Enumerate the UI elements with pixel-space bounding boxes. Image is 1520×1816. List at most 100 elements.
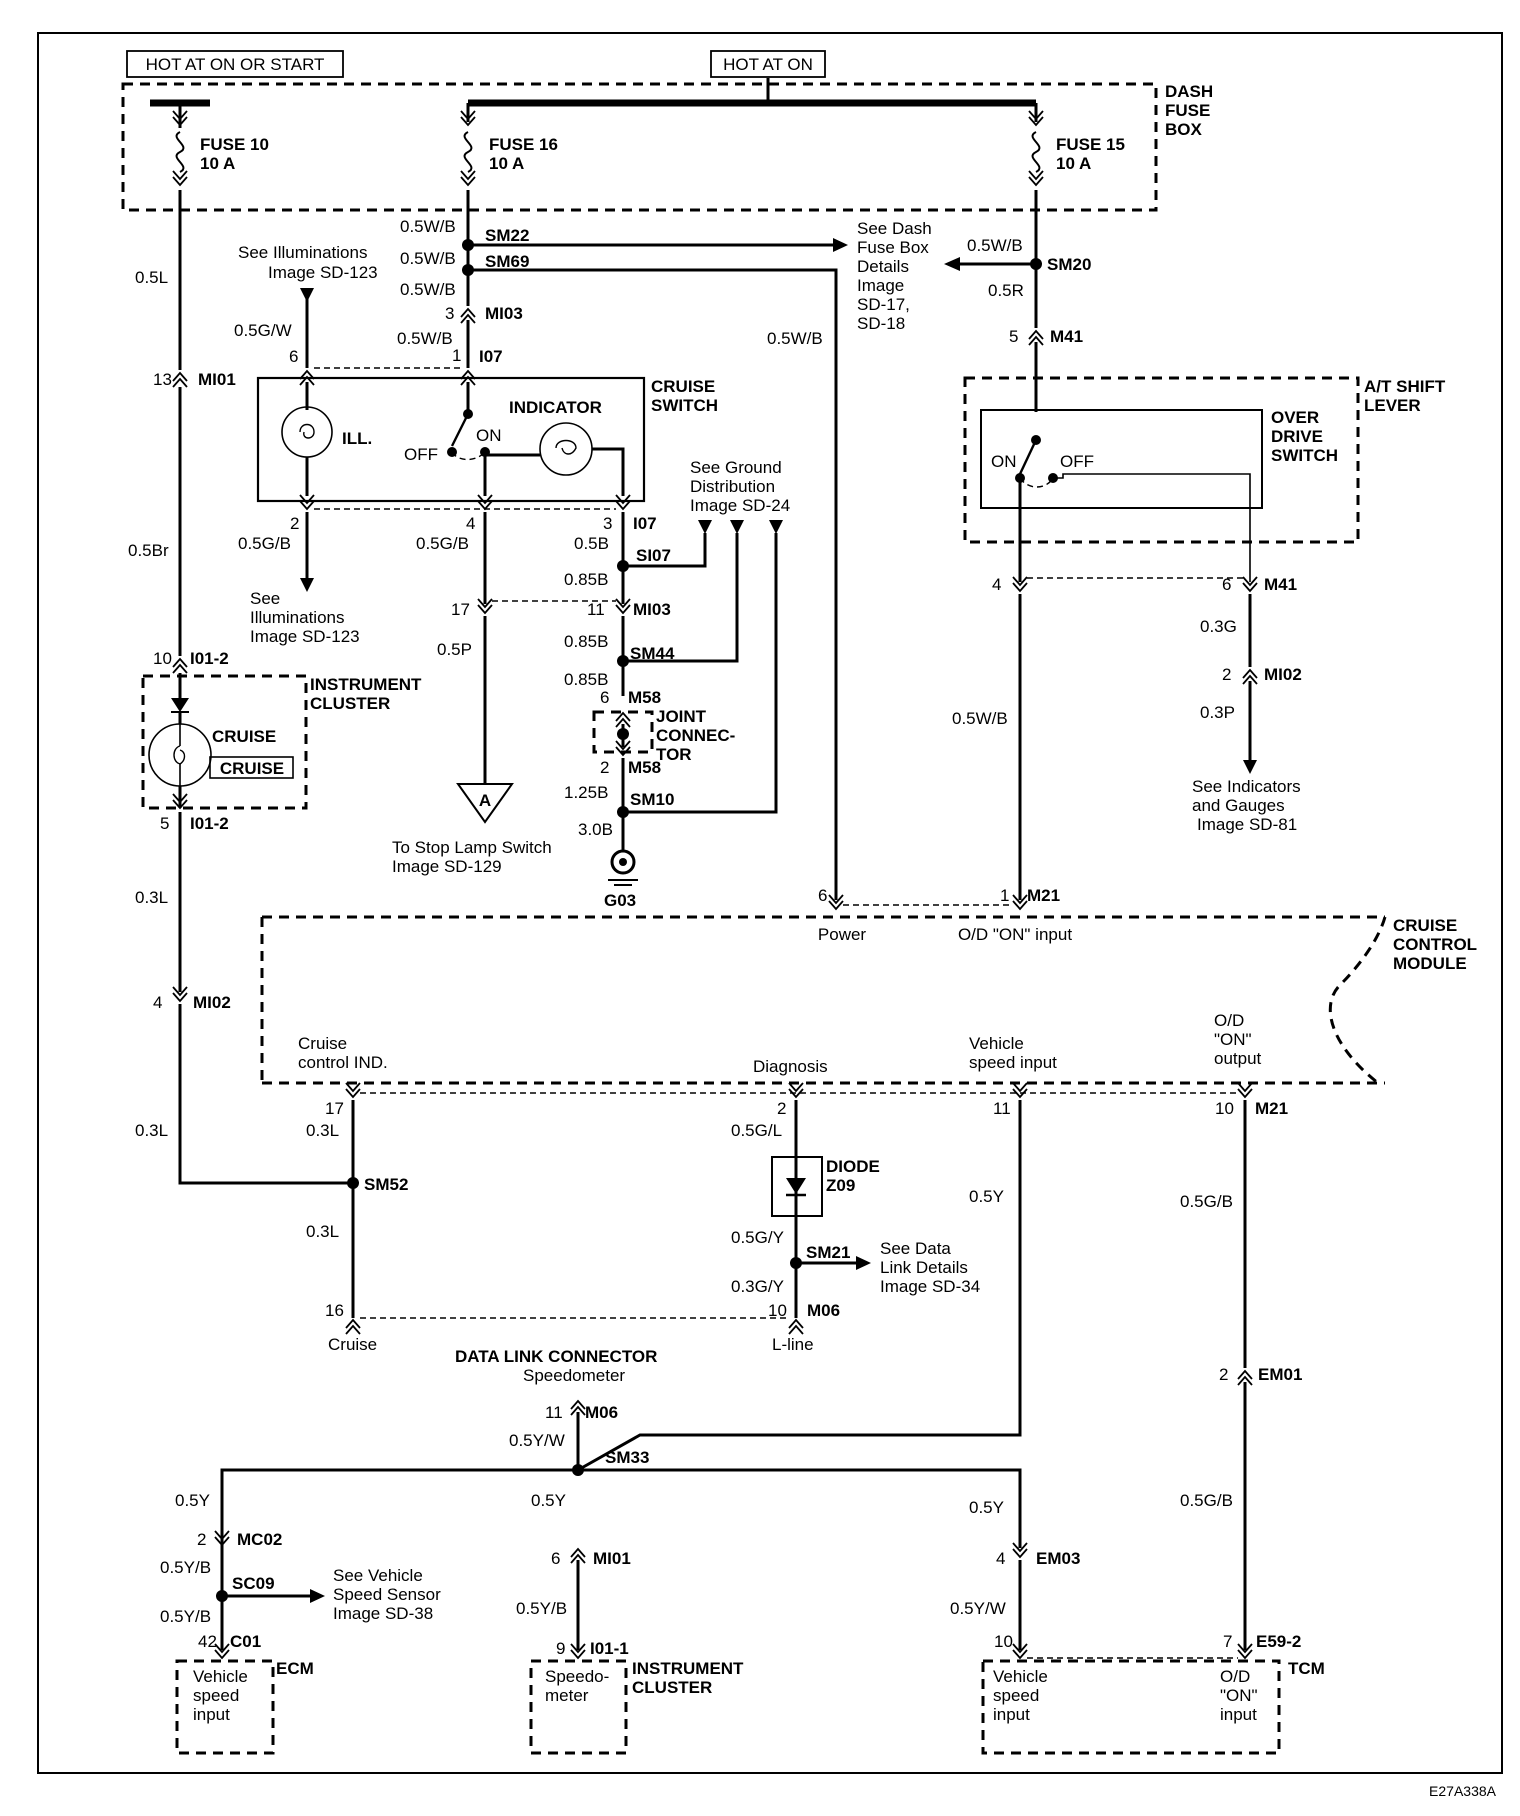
svg-text:speed: speed bbox=[993, 1686, 1039, 1705]
svg-text:4: 4 bbox=[996, 1549, 1005, 1568]
ref-illuminations-top: See Illuminations bbox=[238, 243, 367, 262]
svg-text:Image SD-24: Image SD-24 bbox=[690, 496, 790, 515]
cruise-switch-box bbox=[256, 376, 646, 503]
ref-dash-fuse-box: See Dash bbox=[857, 219, 932, 238]
svg-text:11: 11 bbox=[587, 600, 605, 619]
svg-text:INDICATOR: INDICATOR bbox=[509, 398, 602, 417]
svg-text:CLUSTER: CLUSTER bbox=[310, 694, 390, 713]
hot-at-on-or-start-box bbox=[126, 50, 344, 78]
svg-text:0.5Y/B: 0.5Y/B bbox=[516, 1599, 567, 1618]
svg-text:Image: Image bbox=[857, 276, 904, 295]
fuse-15 bbox=[1031, 131, 1041, 173]
svg-text:meter: meter bbox=[545, 1686, 589, 1705]
svg-text:CRUISE: CRUISE bbox=[1393, 916, 1457, 935]
svg-text:Image SD-123: Image SD-123 bbox=[268, 263, 378, 282]
svg-text:MODULE: MODULE bbox=[1393, 954, 1467, 973]
svg-text:Vehicle: Vehicle bbox=[993, 1667, 1048, 1686]
svg-text:Image SD-38: Image SD-38 bbox=[333, 1604, 433, 1623]
svg-text:I07: I07 bbox=[479, 347, 503, 366]
svg-text:SM10: SM10 bbox=[630, 790, 674, 809]
svg-text:"ON": "ON" bbox=[1220, 1686, 1258, 1705]
svg-text:SC09: SC09 bbox=[232, 1574, 275, 1593]
svg-text:Vehicle: Vehicle bbox=[969, 1034, 1024, 1053]
svg-text:2: 2 bbox=[777, 1099, 786, 1118]
svg-text:42: 42 bbox=[198, 1632, 217, 1651]
ref-illuminations-bottom: See bbox=[250, 589, 280, 608]
svg-text:2: 2 bbox=[600, 758, 609, 777]
svg-text:0.85B: 0.85B bbox=[564, 670, 608, 689]
svg-text:EM01: EM01 bbox=[1258, 1365, 1302, 1384]
svg-text:0.5W/B: 0.5W/B bbox=[952, 709, 1008, 728]
svg-text:Speedometer: Speedometer bbox=[523, 1366, 625, 1385]
svg-text:0.5W/B: 0.5W/B bbox=[400, 217, 456, 236]
svg-text:0.5W/B: 0.5W/B bbox=[400, 280, 456, 299]
svg-text:3: 3 bbox=[603, 514, 612, 533]
svg-text:0.5W/B: 0.5W/B bbox=[967, 236, 1023, 255]
svg-text:Fuse Box: Fuse Box bbox=[857, 238, 929, 257]
svg-text:10 A: 10 A bbox=[200, 154, 235, 173]
ref-ground-distribution: See Ground bbox=[690, 458, 782, 477]
tcm-box bbox=[981, 1659, 1281, 1755]
fuse-10-label: FUSE 10 bbox=[200, 135, 269, 154]
svg-text:13: 13 bbox=[153, 370, 172, 389]
svg-text:SM52: SM52 bbox=[364, 1175, 408, 1194]
svg-text:M21: M21 bbox=[1255, 1099, 1288, 1118]
svg-text:Image SD-81: Image SD-81 bbox=[1197, 815, 1297, 834]
svg-text:I07: I07 bbox=[633, 514, 657, 533]
svg-text:O/D: O/D bbox=[1214, 1011, 1244, 1030]
overdrive-switch-box bbox=[980, 409, 1263, 509]
svg-text:ON: ON bbox=[991, 452, 1017, 471]
svg-text:I01-2: I01-2 bbox=[190, 814, 229, 833]
svg-text:2: 2 bbox=[197, 1530, 206, 1549]
svg-text:SM33: SM33 bbox=[605, 1448, 649, 1467]
svg-text:0.5Br: 0.5Br bbox=[128, 541, 169, 560]
svg-text:0.3G: 0.3G bbox=[1200, 617, 1237, 636]
svg-text:Speedo-: Speedo- bbox=[545, 1667, 609, 1686]
cruise-switch-label: CRUISE bbox=[651, 377, 715, 396]
svg-text:17: 17 bbox=[451, 600, 470, 619]
svg-text:M58: M58 bbox=[628, 758, 661, 777]
svg-text:0.5G/L: 0.5G/L bbox=[731, 1121, 782, 1140]
svg-text:Z09: Z09 bbox=[826, 1176, 855, 1195]
svg-text:Diagnosis: Diagnosis bbox=[753, 1057, 828, 1076]
svg-text:M21: M21 bbox=[1027, 886, 1060, 905]
svg-text:0.5R: 0.5R bbox=[988, 281, 1024, 300]
svg-text:Cruise: Cruise bbox=[328, 1335, 377, 1354]
cruise-indicator-box bbox=[209, 756, 294, 779]
svg-text:speed: speed bbox=[193, 1686, 239, 1705]
svg-text:17: 17 bbox=[325, 1099, 344, 1118]
svg-text:G03: G03 bbox=[604, 891, 636, 910]
svg-text:M41: M41 bbox=[1050, 327, 1083, 346]
svg-text:1.25B: 1.25B bbox=[564, 783, 608, 802]
svg-text:6: 6 bbox=[818, 886, 827, 905]
hot-at-on-box bbox=[710, 50, 826, 78]
fuse-10 bbox=[175, 131, 185, 173]
svg-text:0.5G/B: 0.5G/B bbox=[1180, 1192, 1233, 1211]
at-shift-lever-box bbox=[963, 376, 1360, 544]
indicator-lamp bbox=[539, 422, 593, 476]
svg-text:0.3G/Y: 0.3G/Y bbox=[731, 1277, 784, 1296]
svg-text:16: 16 bbox=[325, 1301, 344, 1320]
svg-text:A/T SHIFT: A/T SHIFT bbox=[1364, 377, 1446, 396]
svg-text:0.5L: 0.5L bbox=[135, 268, 168, 287]
svg-text:0.5Y/B: 0.5Y/B bbox=[160, 1558, 211, 1577]
hot-at-on-or-start-label: HOT AT ON OR START bbox=[146, 55, 325, 74]
svg-text:10: 10 bbox=[1215, 1099, 1234, 1118]
svg-text:0.5G/B: 0.5G/B bbox=[1180, 1491, 1233, 1510]
svg-text:Illuminations: Illuminations bbox=[250, 608, 345, 627]
svg-text:control IND.: control IND. bbox=[298, 1053, 388, 1072]
svg-text:0.3L: 0.3L bbox=[135, 888, 168, 907]
ref-data-link: See Data bbox=[880, 1239, 951, 1258]
svg-text:MI02: MI02 bbox=[1264, 665, 1302, 684]
svg-text:INSTRUMENT: INSTRUMENT bbox=[632, 1659, 744, 1678]
svg-text:SM21: SM21 bbox=[806, 1243, 850, 1262]
svg-text:6: 6 bbox=[1222, 575, 1231, 594]
svg-text:5: 5 bbox=[1009, 327, 1018, 346]
instrument-cluster-speedometer-box bbox=[529, 1659, 628, 1755]
svg-text:Cruise: Cruise bbox=[298, 1034, 347, 1053]
svg-text:C01: C01 bbox=[230, 1632, 261, 1651]
svg-text:6: 6 bbox=[551, 1549, 560, 1568]
svg-text:MI03: MI03 bbox=[485, 304, 523, 323]
svg-text:FUSE: FUSE bbox=[1165, 101, 1210, 120]
